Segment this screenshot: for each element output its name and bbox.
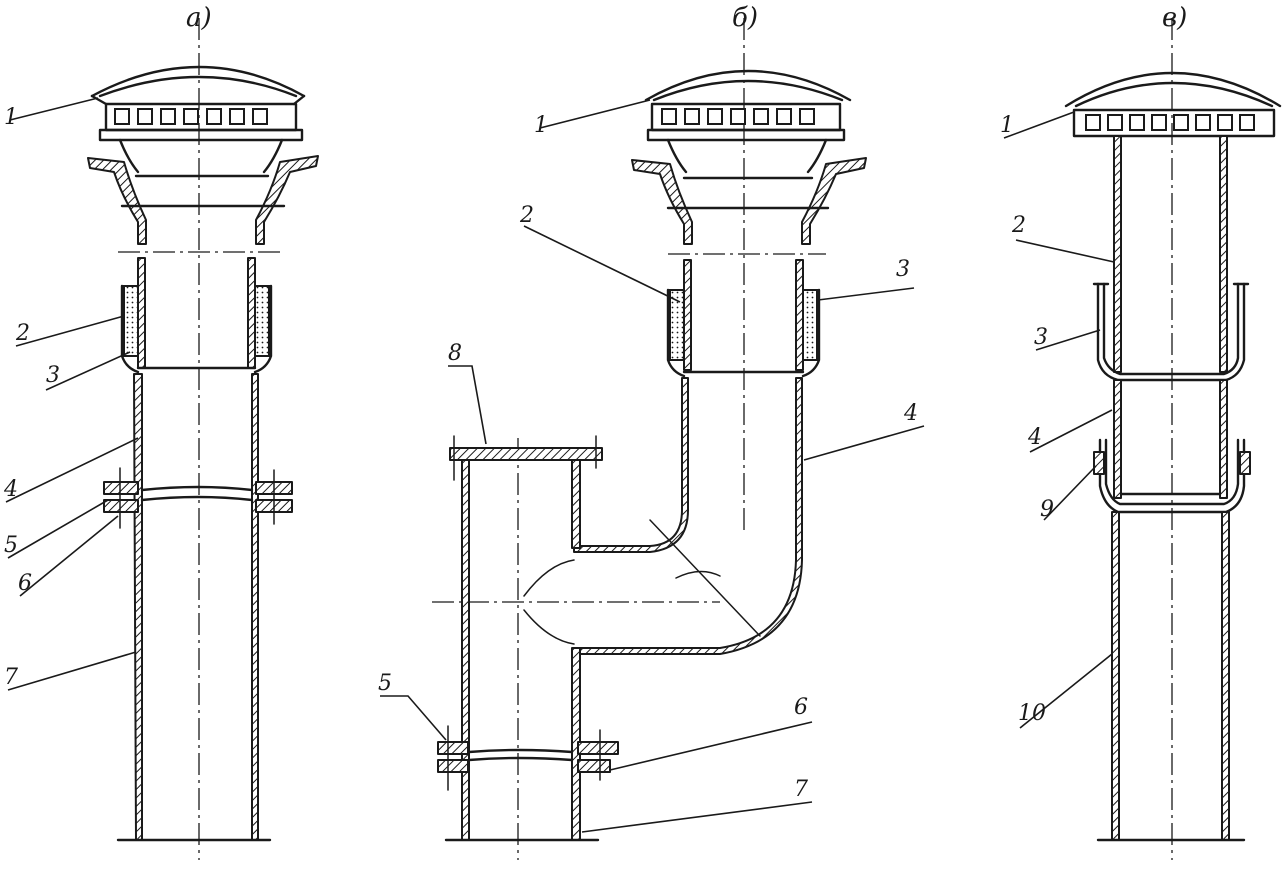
callout-label: 4 (3, 477, 18, 502)
callout-label: 7 (4, 665, 18, 690)
variant-b-diffuser (631, 157, 867, 245)
variant-a-diffuser (87, 155, 319, 245)
variant-a-upper-pipe (137, 257, 256, 369)
variant-c-deflector-cap (1064, 71, 1282, 138)
variant-c-middle-pipe (1113, 379, 1228, 499)
variant-a: а) (3, 3, 319, 860)
callout-label: 2 (15, 321, 30, 346)
callout-label: 4 (903, 401, 918, 426)
variant-c-lower-pipe (1096, 511, 1246, 842)
variant-c-upper-sleeve (1092, 282, 1250, 382)
variant-c-callouts: 1 2 3 4 9 10 (1000, 111, 1115, 729)
variant-a-deflector-cap (90, 65, 306, 174)
callout-label: 5 (378, 671, 392, 696)
callout-label: 2 (1011, 213, 1026, 238)
variant-b-deflector-cap (644, 69, 852, 174)
variant-c: в) (1000, 3, 1282, 860)
callout-label: 4 (1027, 425, 1042, 450)
callout-label: 3 (46, 363, 60, 388)
variant-b: б) (378, 3, 925, 860)
callout-label: 2 (519, 203, 534, 228)
callout-label: 1 (534, 113, 548, 138)
callout-label: 5 (4, 533, 18, 558)
variant-b-callouts: 1 2 3 8 4 5 6 7 (378, 99, 925, 833)
callout-label: 1 (1000, 113, 1014, 138)
variant-a-seal-sleeve (120, 284, 273, 374)
callout-label: 9 (1040, 497, 1054, 522)
variant-a-flange-joint (103, 467, 293, 529)
callout-label: 3 (1034, 325, 1048, 350)
variant-b-seal-sleeve (666, 288, 821, 378)
variant-b-elbow (573, 377, 803, 655)
variant-a-callouts: 1 2 3 4 5 6 7 (3, 97, 139, 691)
variant-b-flange-joint (437, 725, 619, 791)
callout-label: 7 (794, 777, 808, 802)
variant-c-lower-sleeve (1093, 438, 1251, 514)
callout-label: 6 (794, 695, 808, 720)
callout-label: 10 (1018, 701, 1046, 726)
callout-label: 1 (4, 105, 18, 130)
variant-b-title: б) (732, 3, 758, 33)
variant-c-upper-pipe (1113, 135, 1228, 373)
variant-c-title: в) (1162, 3, 1187, 33)
variant-a-lower-pipe (116, 373, 272, 842)
callout-label: 8 (448, 341, 462, 366)
callout-label: 3 (896, 257, 910, 282)
